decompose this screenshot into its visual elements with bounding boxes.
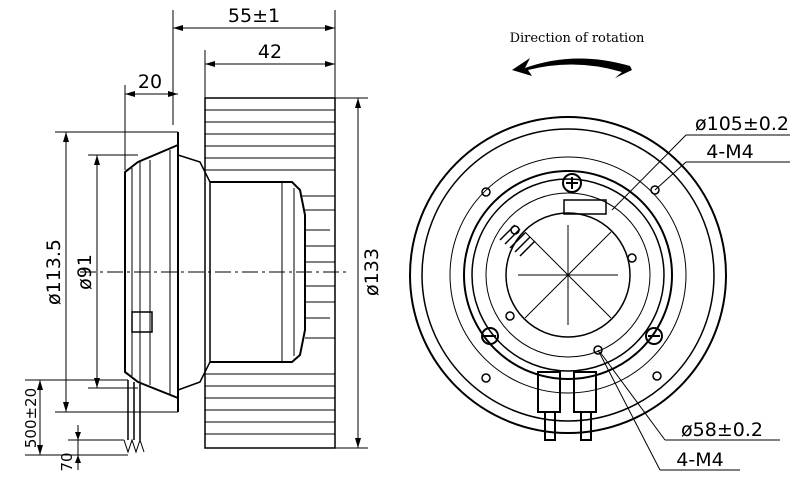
screw-heads	[481, 173, 663, 345]
inlet-flange	[124, 132, 211, 412]
inner-mounting-holes	[505, 225, 637, 355]
leader-lines	[597, 134, 790, 471]
outer-rim	[409, 116, 727, 434]
dim-bolt-circle-inner: ø58±0.2	[681, 419, 763, 441]
dim-inlet-diameter: ø113.5	[43, 239, 65, 305]
dim-total-width: 55±1	[228, 5, 280, 27]
outer-mounting-holes	[481, 185, 662, 383]
dim-hole-inner: 4-M4	[676, 449, 723, 471]
cable	[123, 311, 153, 454]
motor-face	[505, 212, 631, 338]
dimension-lines	[25, 10, 368, 470]
side-view: 55±1 42 20 ø113.5 ø91 ø133 500±20 70	[22, 5, 383, 472]
motor-hub	[210, 181, 330, 363]
dim-fan-diameter: ø133	[361, 248, 383, 296]
dim-strip-length: 70	[58, 452, 76, 471]
rotation-caption: Direction of rotation	[510, 31, 645, 46]
impeller-blades	[204, 97, 336, 449]
dim-fan-width: 42	[258, 41, 282, 63]
terminal-comb	[499, 224, 536, 257]
dim-inlet-width: 20	[138, 71, 162, 93]
dim-cable-length: 500±20	[22, 388, 40, 448]
dim-throat-diameter: ø91	[74, 254, 96, 290]
dim-bolt-circle-outer: ø105±0.2	[695, 113, 789, 135]
cable-glands	[537, 371, 597, 441]
dim-hole-outer: 4-M4	[706, 141, 753, 163]
front-view: Direction of rotation	[409, 31, 790, 471]
rotation-arrow-icon	[512, 58, 632, 78]
